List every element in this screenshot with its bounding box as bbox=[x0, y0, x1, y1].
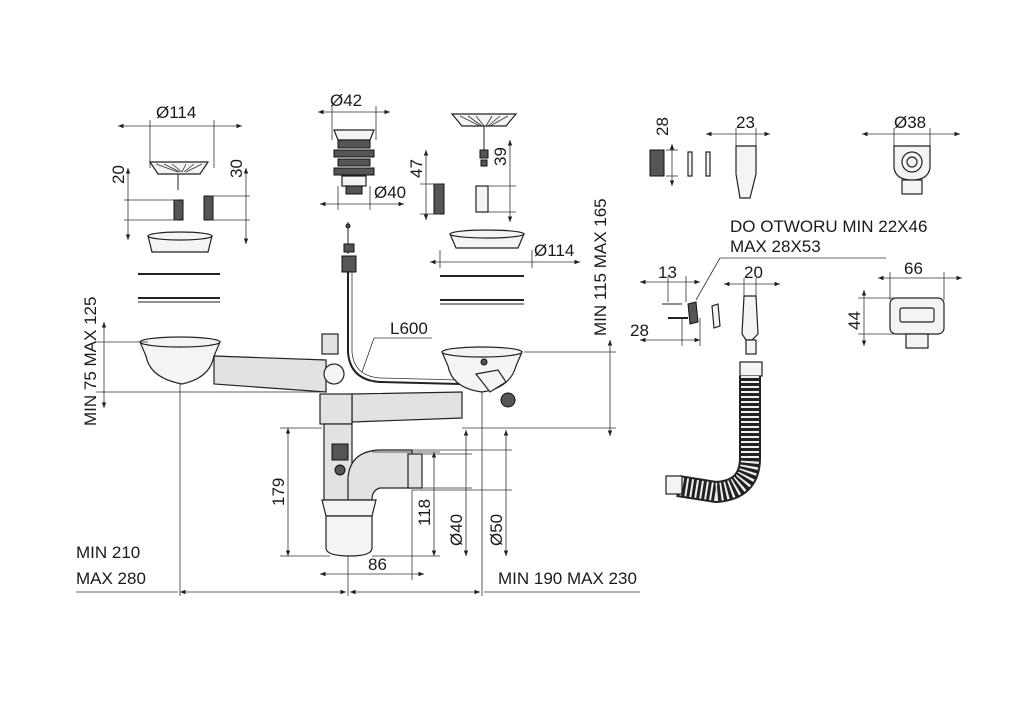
label-d50: Ø50 bbox=[487, 514, 506, 546]
label-min115max165: MIN 115 MAX 165 bbox=[591, 198, 610, 336]
corrugated-overflow-hose bbox=[665, 361, 763, 504]
label-d40-top: Ø40 bbox=[374, 183, 406, 202]
pop-up-valve-assembly bbox=[318, 106, 461, 385]
label-min75max125: MIN 75 MAX 125 bbox=[81, 297, 100, 426]
label-h118: 118 bbox=[415, 499, 434, 526]
overflow-parts bbox=[640, 128, 962, 355]
label-d40-bottom: Ø40 bbox=[447, 514, 466, 546]
label-h28-top: 28 bbox=[653, 117, 672, 136]
left-strainer-assembly bbox=[118, 120, 250, 596]
right-strainer-assembly bbox=[420, 113, 580, 596]
label-d114-left: Ø114 bbox=[156, 103, 196, 122]
label-min190max230: MIN 190 MAX 230 bbox=[498, 569, 637, 588]
label-h44: 44 bbox=[845, 311, 864, 330]
label-h30: 30 bbox=[227, 159, 246, 178]
label-overflow-line1: DO OTWORU MIN 22X46 bbox=[730, 217, 927, 236]
installation-dimensions bbox=[76, 322, 640, 595]
label-w13: 13 bbox=[658, 263, 677, 282]
label-l600: L600 bbox=[390, 319, 428, 338]
label-overflow-line2: MAX 28X53 bbox=[730, 237, 821, 256]
label-w86: 86 bbox=[368, 555, 387, 574]
label-d42: Ø42 bbox=[330, 91, 362, 110]
label-max280: MAX 280 bbox=[76, 569, 146, 588]
label-h28-mid: 28 bbox=[630, 321, 649, 340]
label-w66: 66 bbox=[904, 259, 923, 278]
label-h179: 179 bbox=[269, 478, 288, 506]
label-h20: 20 bbox=[109, 165, 128, 184]
label-w20: 20 bbox=[744, 263, 763, 282]
label-h39: 39 bbox=[491, 147, 510, 166]
siphon-and-pipes bbox=[213, 333, 463, 596]
label-min210: MIN 210 bbox=[76, 543, 140, 562]
label-d38: Ø38 bbox=[894, 113, 926, 132]
label-h47: 47 bbox=[407, 159, 426, 178]
label-d114-right: Ø114 bbox=[534, 241, 574, 260]
label-w23: 23 bbox=[736, 113, 755, 132]
